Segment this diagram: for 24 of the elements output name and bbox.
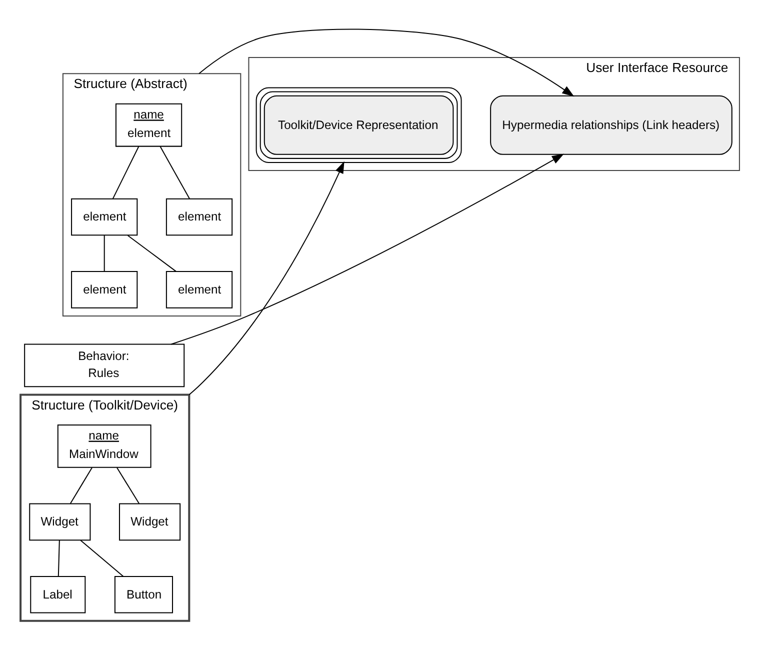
arrow xyxy=(188,161,344,396)
connector xyxy=(128,235,176,272)
node-box: Widget xyxy=(29,503,91,541)
node-box: Button xyxy=(114,576,173,614)
node-box: Behavior: Rules xyxy=(24,344,185,388)
connector xyxy=(104,235,105,272)
arrow xyxy=(198,28,574,97)
node-box: name MainWindow xyxy=(57,424,152,468)
connector xyxy=(116,467,140,504)
connector xyxy=(80,540,124,577)
node-box: name element xyxy=(115,103,182,147)
connector xyxy=(160,146,190,199)
node-box: element xyxy=(166,198,233,236)
node-box: element xyxy=(166,271,233,308)
connector xyxy=(112,146,140,199)
node-box: Toolkit/Device Representation xyxy=(256,87,462,163)
connector xyxy=(70,467,92,504)
node-box: Label xyxy=(30,576,86,614)
arrow xyxy=(171,154,564,345)
node-box: element xyxy=(71,271,138,308)
connector xyxy=(58,540,60,576)
node-box: Widget xyxy=(119,503,181,541)
node-box: Hypermedia relationships (Link headers) xyxy=(490,95,732,155)
node-box: element xyxy=(71,198,138,236)
